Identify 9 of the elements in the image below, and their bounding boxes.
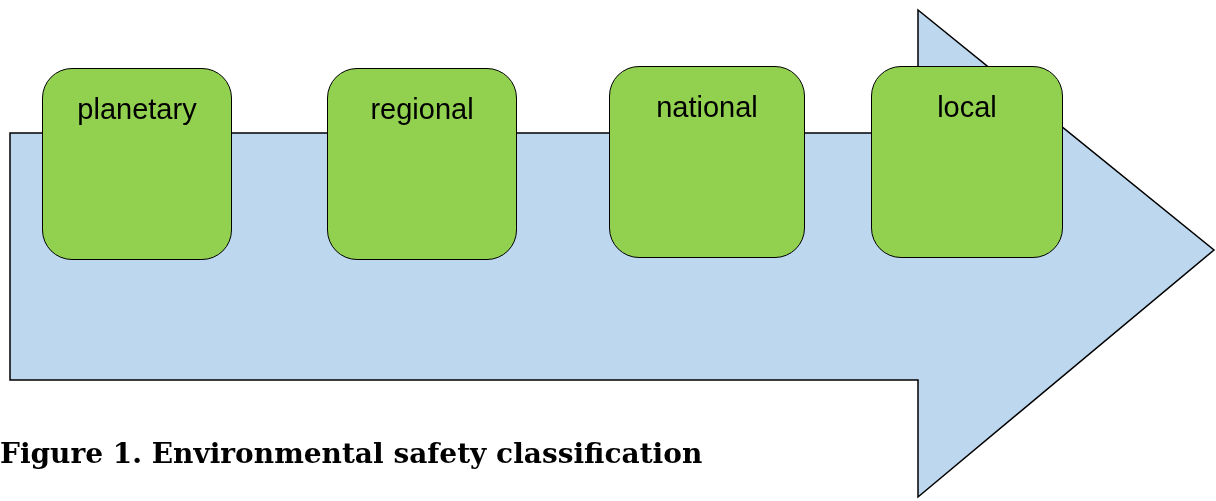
figure-caption: Figure 1. Environmental safety classification <box>0 437 703 470</box>
box-label: national <box>655 91 759 124</box>
rounded-box <box>609 66 805 258</box>
box-label: regional <box>369 93 475 126</box>
box-label: local <box>936 91 998 124</box>
rounded-box <box>871 66 1063 258</box>
rounded-box <box>327 68 517 260</box>
box-label: planetary <box>76 93 198 126</box>
rounded-box <box>42 68 232 260</box>
